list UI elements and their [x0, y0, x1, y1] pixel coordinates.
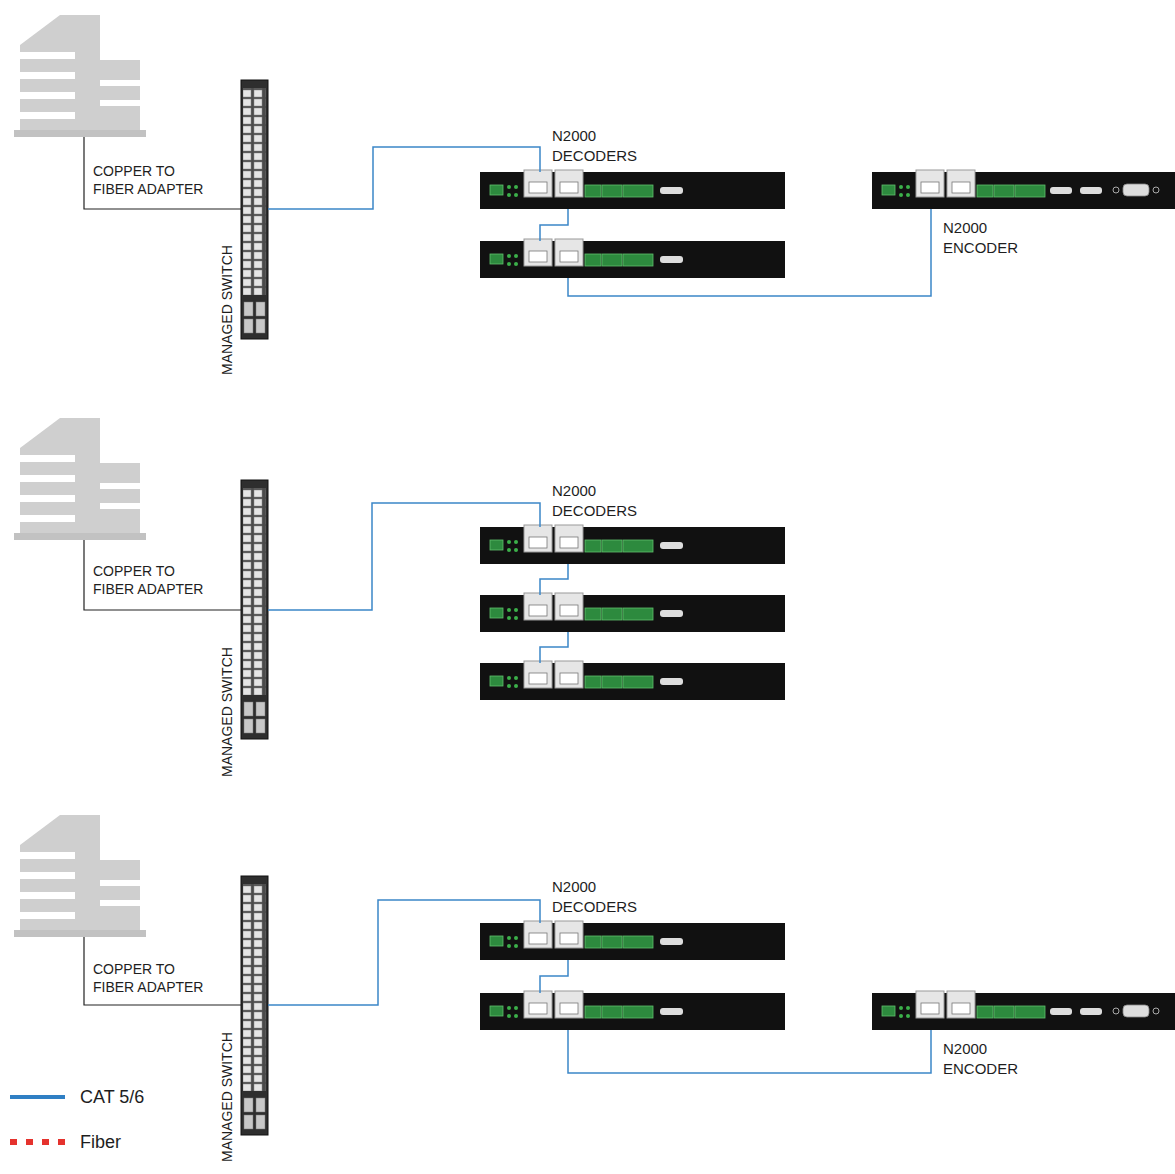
daisy-chain-cable [540, 209, 568, 241]
switch-box: MANAGED SWITCH [241, 80, 268, 338]
adapter-label: COPPER TO FIBER ADAPTER [93, 960, 219, 996]
adapter-label: COPPER TO FIBER ADAPTER [93, 162, 219, 198]
legend-text: Fiber [80, 1130, 121, 1154]
switch-box: MANAGED SWITCH [241, 480, 268, 740]
switch-box: MANAGED SWITCH [241, 876, 268, 1135]
decoder-device [480, 525, 785, 564]
decoder-device [480, 661, 785, 700]
encoder-device [872, 170, 1175, 209]
decoder-device [480, 921, 785, 960]
device-box: N2000 DECODERS [480, 923, 785, 1030]
cat-cable [568, 1030, 931, 1073]
decoder-device [480, 239, 785, 278]
switch-label: MANAGED SWITCH [219, 647, 236, 777]
legend-line-sample [10, 1095, 65, 1099]
device-box: N2000 ENCODER [872, 172, 1175, 209]
device-heading: N2000 DECODERS [552, 877, 637, 916]
legend-entry: CAT 5/6 [0, 1085, 200, 1109]
adapter-line [84, 937, 241, 1005]
device-box: N2000 ENCODER [872, 993, 1175, 1030]
legend-line-sample [10, 1139, 65, 1145]
switch-body [241, 80, 268, 339]
cat-cable [268, 147, 540, 209]
building-icon [14, 815, 146, 937]
switch-body [241, 480, 268, 739]
adapter-line [84, 137, 241, 209]
decoder-device [480, 170, 785, 209]
legend-entry: Fiber [0, 1130, 200, 1154]
daisy-chain-cable [540, 564, 568, 595]
cat-cable [268, 503, 540, 610]
building-icon [14, 15, 146, 137]
legend-sample [0, 1085, 70, 1109]
daisy-chain-cable [540, 632, 568, 663]
adapter-line [84, 540, 241, 610]
device-heading: N2000 DECODERS [552, 126, 637, 165]
switch-label: MANAGED SWITCH [219, 1032, 236, 1162]
daisy-chain-cable [540, 960, 568, 993]
building-icon [14, 418, 146, 540]
device-box: N2000 DECODERS [480, 172, 785, 278]
device-heading: N2000 DECODERS [552, 481, 637, 520]
decoder-device [480, 991, 785, 1030]
cat-cable [268, 900, 540, 1005]
device-heading: N2000 ENCODER [943, 1039, 1018, 1078]
encoder-device [872, 991, 1175, 1030]
switch-body [241, 876, 268, 1135]
legend-text: CAT 5/6 [80, 1085, 144, 1109]
legend-sample [0, 1130, 70, 1154]
device-heading: N2000 ENCODER [943, 218, 1018, 257]
decoder-device [480, 593, 785, 632]
switch-label: MANAGED SWITCH [219, 245, 236, 375]
cat-cable [568, 209, 931, 296]
adapter-label: COPPER TO FIBER ADAPTER [93, 562, 219, 598]
device-box: N2000 DECODERS [480, 527, 785, 700]
